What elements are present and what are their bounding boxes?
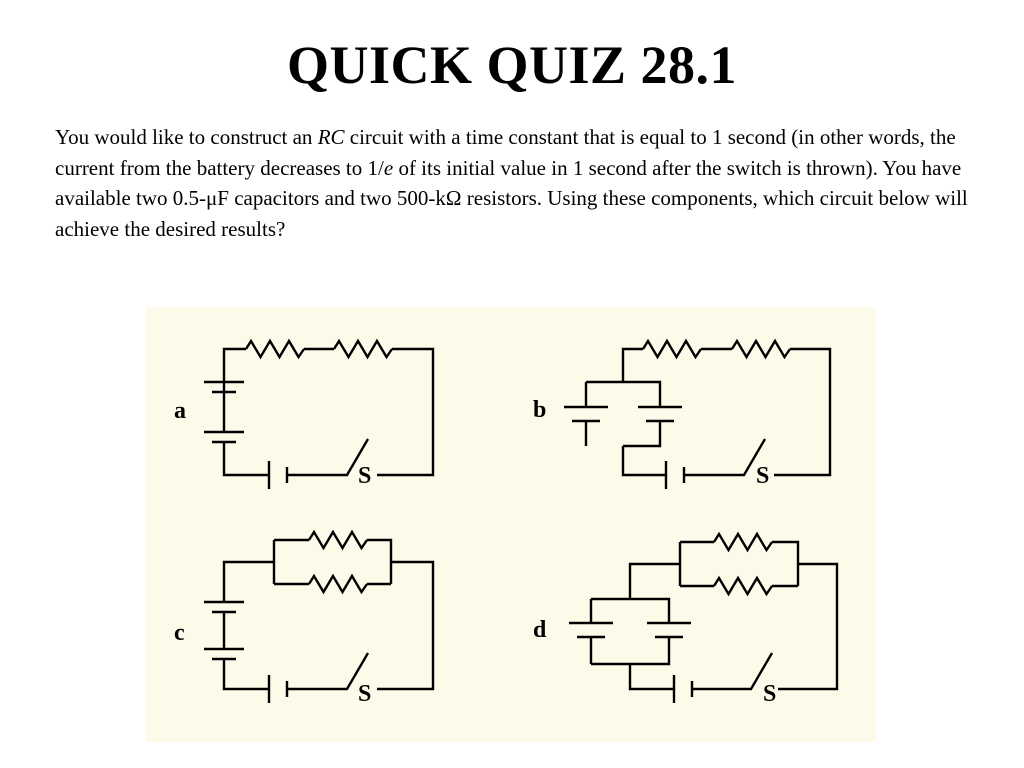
circuit-d: d S <box>533 531 839 707</box>
e-italic: e <box>383 155 394 180</box>
circuit-c-resistor-1 <box>307 529 368 551</box>
circuit-b: b S <box>533 338 832 489</box>
circuit-a-battery <box>267 461 289 489</box>
circuit-b-resistor-1 <box>641 338 702 360</box>
circuit-d-resistor-1 <box>712 531 773 553</box>
circuit-d-battery <box>672 675 694 703</box>
circuit-c: c S <box>174 529 435 707</box>
circuit-a-resistor-2 <box>332 338 393 360</box>
question-text: You would like to construct an RC circui… <box>55 122 985 244</box>
question-part-3: of its initial value in 1 second after t… <box>55 155 968 241</box>
circuit-b-wires <box>564 347 832 477</box>
circuit-a-resistor-1 <box>244 338 305 360</box>
circuit-b-switch-label: S <box>756 463 769 489</box>
circuit-a: a S <box>174 338 435 489</box>
rc-italic: RC <box>317 125 345 149</box>
circuit-a-switch-label: S <box>358 463 371 489</box>
slide-title: QUICK QUIZ 28.1 <box>286 35 738 95</box>
circuit-d-wires <box>569 540 839 691</box>
circuit-d-label: d <box>533 617 547 643</box>
circuit-a-label: a <box>174 398 186 424</box>
circuit-diagrams: a S b S c S d S <box>174 338 839 707</box>
circuit-b-label: b <box>533 397 546 423</box>
question-part-2: circuit with a time constant that is equ… <box>55 125 956 180</box>
question-part-1: You would like to construct an <box>55 125 318 149</box>
circuit-c-wires <box>204 538 435 691</box>
circuit-a-wires <box>204 347 435 477</box>
circuit-b-resistor-2 <box>730 338 791 360</box>
circuit-figure: a S b S c S d S <box>146 307 876 742</box>
circuit-c-label: c <box>174 620 185 646</box>
circuit-c-battery <box>267 675 289 703</box>
circuit-d-resistor-2 <box>712 575 773 597</box>
circuit-c-resistor-2 <box>307 573 368 595</box>
circuit-d-switch-label: S <box>763 681 776 707</box>
circuit-b-battery <box>664 461 686 489</box>
circuit-c-switch-label: S <box>358 681 371 707</box>
